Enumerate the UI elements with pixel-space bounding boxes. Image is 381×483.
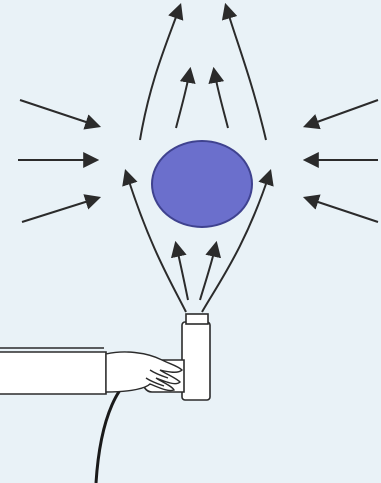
dryer-barrel bbox=[182, 322, 210, 400]
sleeve bbox=[0, 348, 106, 394]
ball bbox=[152, 141, 252, 227]
dryer-nozzle bbox=[186, 314, 208, 324]
